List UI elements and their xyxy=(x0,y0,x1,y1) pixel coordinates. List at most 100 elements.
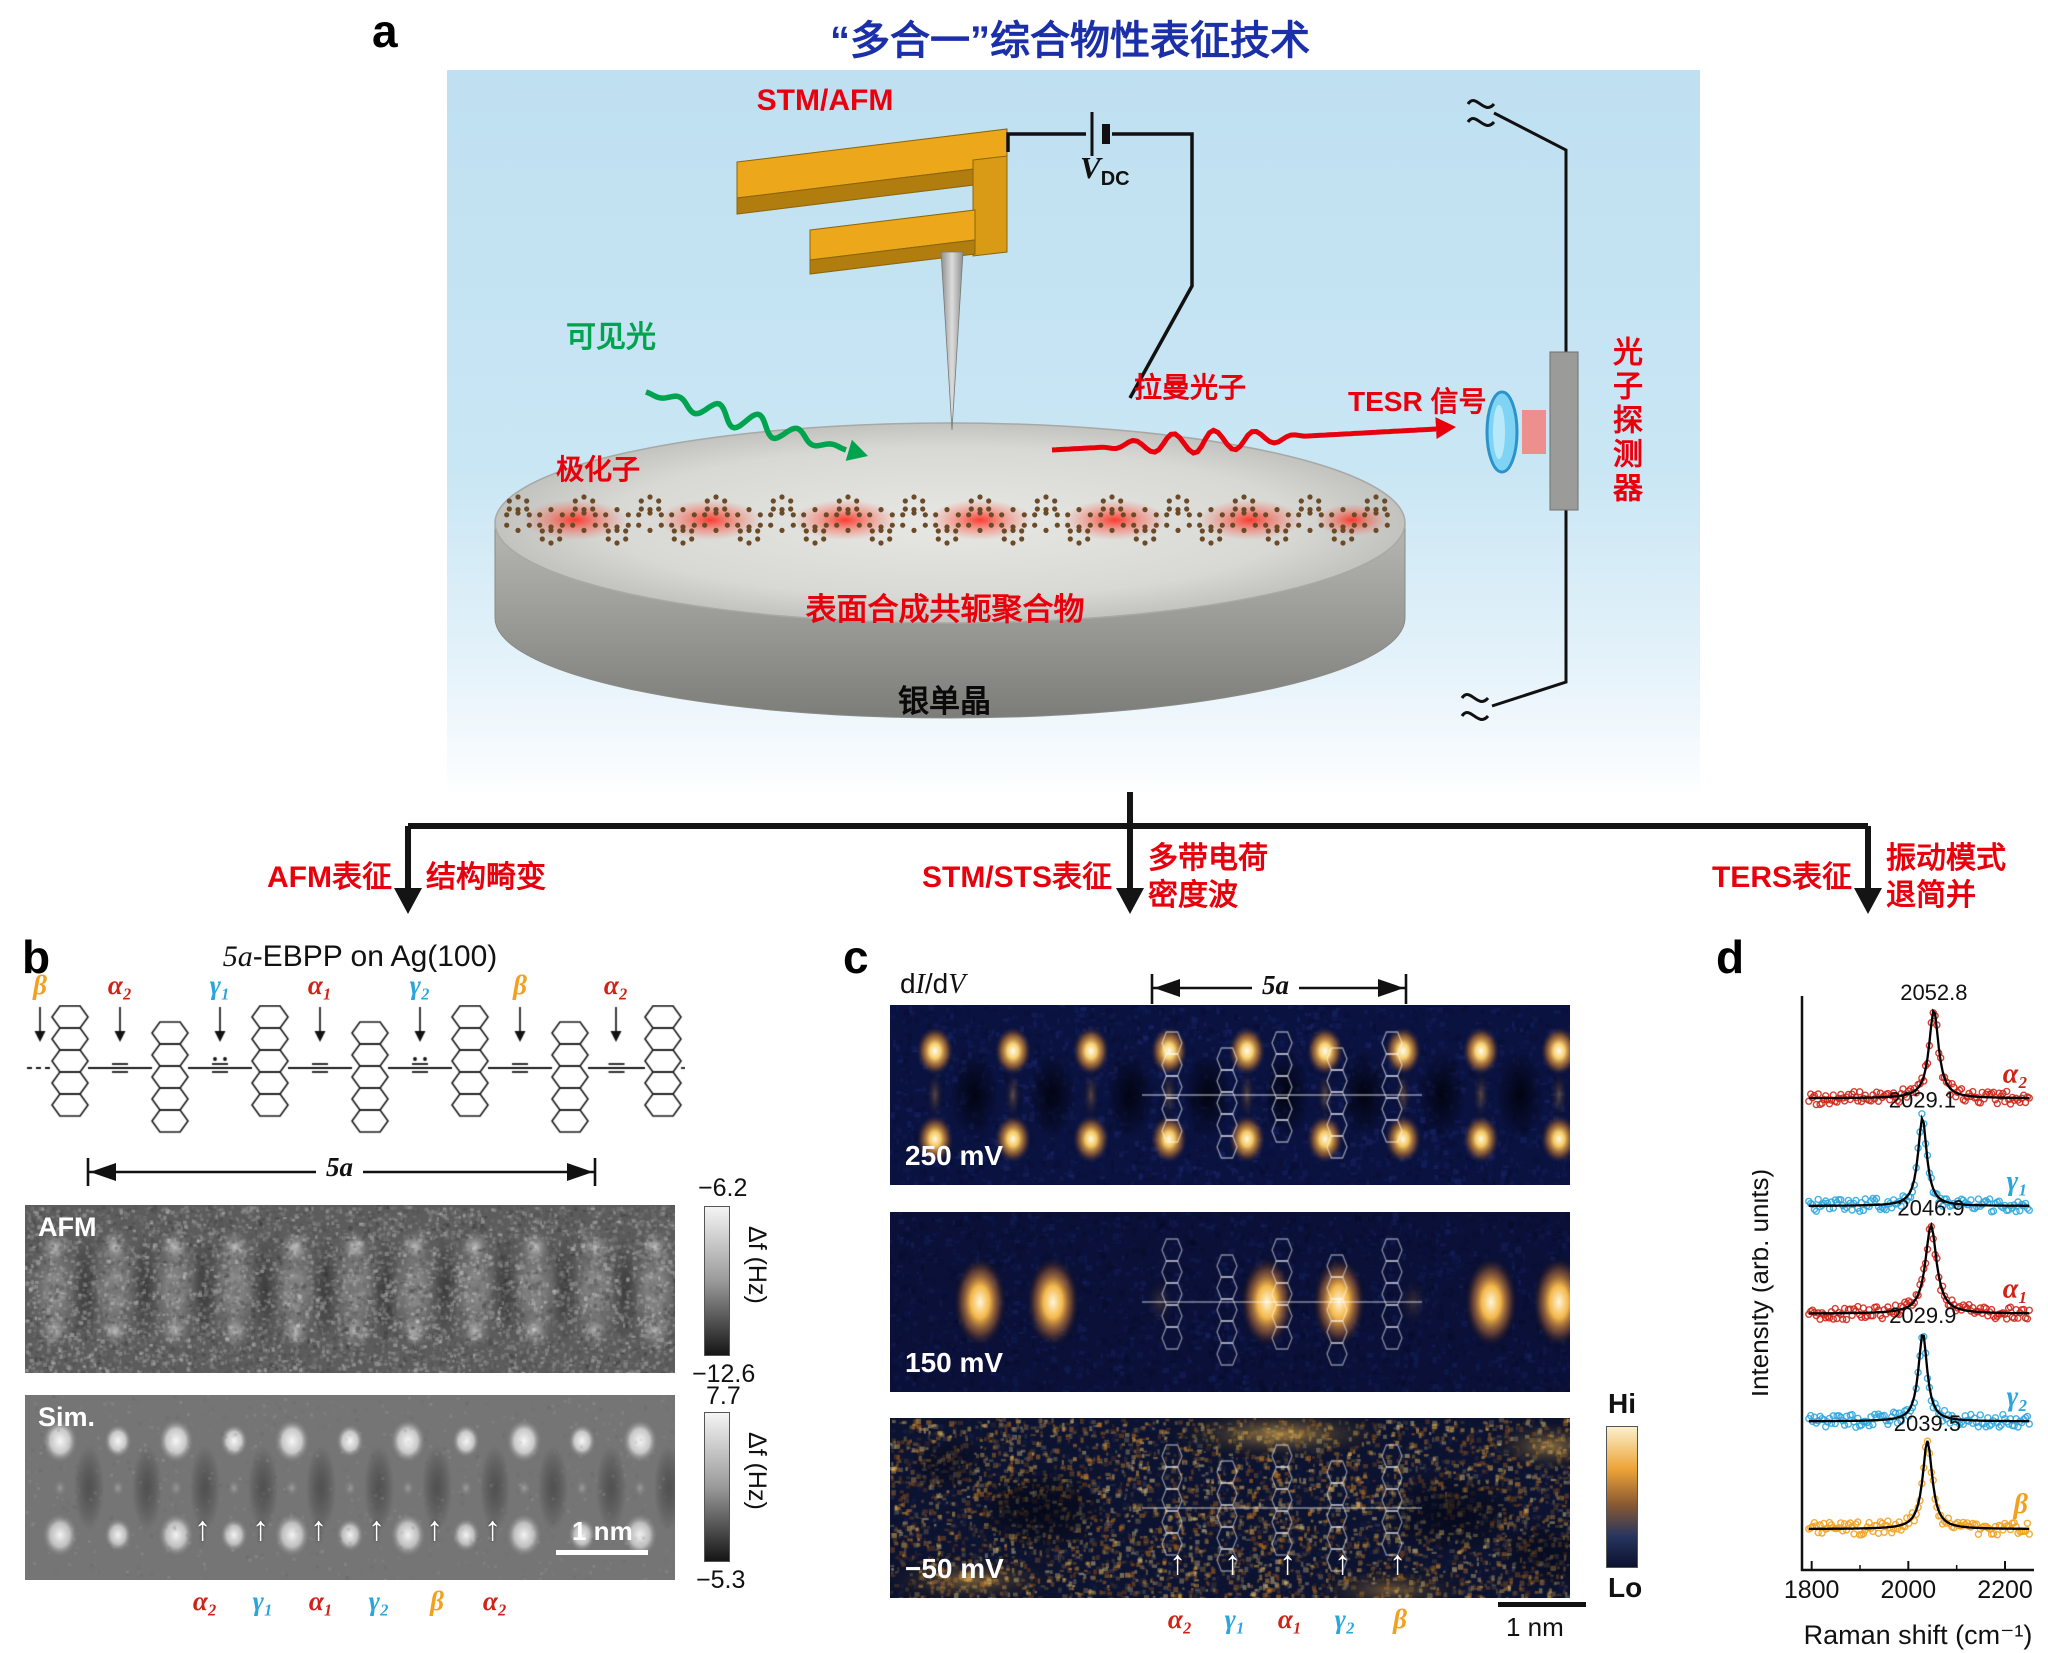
data-point xyxy=(1825,1314,1834,1322)
didv-current: I xyxy=(915,969,925,1000)
panel-b-title-rest: -EBPP on Ag(100) xyxy=(252,940,498,973)
data-point xyxy=(1999,1089,2007,1098)
data-point xyxy=(1837,1310,1845,1319)
data-point xyxy=(1959,1420,1968,1428)
data-point xyxy=(1938,1417,1947,1425)
fit-curve xyxy=(1808,1334,2030,1423)
afm-colorbar xyxy=(704,1206,730,1356)
data-point xyxy=(1999,1410,2007,1419)
sim-label-alpha2-1: α₂ xyxy=(192,1586,218,1616)
data-point xyxy=(1848,1411,1856,1419)
data-point xyxy=(2023,1412,2032,1421)
series-label: γ₁ xyxy=(2007,1166,2028,1197)
branch-ters-result-line1: 振动模式 xyxy=(1886,842,2006,875)
sim-arrow-alpha1: ↑ xyxy=(310,1510,327,1548)
data-point xyxy=(1891,1409,1900,1417)
stm-label-alpha2: α₂ xyxy=(1167,1604,1193,1634)
data-point xyxy=(2010,1519,2018,1527)
sim-colorbar-min: −5.3 xyxy=(696,1566,746,1594)
stm-afm-label: STM/AFM xyxy=(756,84,894,117)
data-point xyxy=(1814,1195,1822,1204)
data-point xyxy=(1850,1530,1858,1538)
data-point xyxy=(2025,1206,2033,1214)
data-point xyxy=(1974,1195,1983,1203)
data-point xyxy=(1895,1098,1903,1106)
colorbar-lo-label: Lo xyxy=(1608,1572,1643,1603)
series-label: α₂ xyxy=(2003,1058,2028,1089)
data-point xyxy=(1893,1419,1902,1427)
visible-light-label: 可见光 xyxy=(566,321,656,354)
data-point xyxy=(1878,1314,1887,1323)
data-point xyxy=(1997,1421,2005,1429)
data-point xyxy=(1884,1517,1892,1525)
sim-label-alpha1: α₁ xyxy=(308,1586,334,1616)
data-point xyxy=(1982,1196,1990,1205)
branch-stm-result-line1: 多带电荷 xyxy=(1148,842,1268,875)
sim-colorbar-axis: Δf (Hz) xyxy=(743,1432,771,1510)
sim-image-label: Sim. xyxy=(38,1402,96,1432)
panel-letter-c: c xyxy=(843,931,869,983)
tesr-signal-label: TESR 信号 xyxy=(1348,386,1487,417)
data-point xyxy=(2016,1207,2024,1215)
data-point xyxy=(1961,1199,1969,1207)
afm-image-label: AFM xyxy=(38,1212,97,1242)
data-point xyxy=(1999,1526,2007,1534)
didv-map-minus50mv xyxy=(890,1418,1570,1598)
data-point xyxy=(2023,1315,2032,1323)
afm-colorbar-max: −6.2 xyxy=(698,1174,748,1202)
fit-curve xyxy=(1808,1221,2030,1315)
data-point xyxy=(1865,1422,1873,1430)
sim-arrow-gamma1: ↑ xyxy=(252,1510,269,1548)
peak-value-label: 2046.9 xyxy=(1897,1195,1964,1220)
data-point xyxy=(1818,1099,1826,1107)
data-point xyxy=(2010,1314,2018,1322)
data-point xyxy=(1895,1310,1903,1319)
data-point xyxy=(1969,1087,1977,1096)
vdc-label: VDC xyxy=(1080,150,1130,191)
didv-colorbar xyxy=(1606,1426,1638,1568)
data-point xyxy=(2012,1207,2020,1216)
branch-arrows xyxy=(405,792,1871,892)
data-point xyxy=(2010,1422,2018,1430)
data-point xyxy=(1908,1088,1917,1097)
sim-arrow-alpha2-2: ↑ xyxy=(484,1510,501,1548)
data-point xyxy=(1876,1518,1885,1526)
data-point xyxy=(2023,1519,2032,1527)
data-point xyxy=(1869,1420,1877,1429)
data-point xyxy=(1887,1529,1896,1537)
branch-ters-result: 振动模式退简并 xyxy=(1886,840,2006,914)
data-point xyxy=(1989,1207,1998,1215)
data-point xyxy=(2002,1087,2011,1096)
raman-photon-label: 拉曼光子 xyxy=(1134,372,1247,403)
data-point xyxy=(1872,1194,1881,1203)
didv-map-250mv xyxy=(890,1005,1570,1185)
sim-scalebar-label: 1 nm xyxy=(572,1516,633,1546)
panel-letter-a: a xyxy=(372,5,398,57)
data-point xyxy=(1859,1530,1868,1538)
stm-arrow-gamma1: ↑ xyxy=(1224,1544,1241,1582)
data-point xyxy=(1842,1315,1851,1324)
data-point xyxy=(1910,1517,1919,1525)
panel-b-title-italic: 5a xyxy=(222,940,253,973)
data-point xyxy=(1970,1309,1979,1317)
didv-voltage: V xyxy=(948,969,966,1000)
data-point xyxy=(1893,1096,1902,1105)
data-point xyxy=(1812,1207,1821,1215)
data-point xyxy=(1961,1097,1969,1105)
sim-arrow-gamma2: ↑ xyxy=(368,1510,385,1548)
x-tick-label: 2000 xyxy=(1881,1576,1937,1604)
branch-stm-method: STM/STS表征 xyxy=(921,861,1112,894)
stm-label-beta: β xyxy=(1393,1604,1407,1634)
sim-arrow-alpha2-1: ↑ xyxy=(194,1510,211,1548)
sim-arrow-beta: ↑ xyxy=(426,1510,443,1548)
panel-b-5a-label: 5a xyxy=(316,1152,363,1183)
bias-label-150mv: 150 mV xyxy=(905,1347,1004,1378)
figure-title: “多合一”综合物性表征技术 xyxy=(830,19,1310,63)
data-point xyxy=(2004,1206,2013,1214)
data-point xyxy=(2025,1530,2033,1538)
stm-arrow-alpha2: ↑ xyxy=(1169,1544,1186,1582)
panel-a-background xyxy=(447,70,1700,792)
